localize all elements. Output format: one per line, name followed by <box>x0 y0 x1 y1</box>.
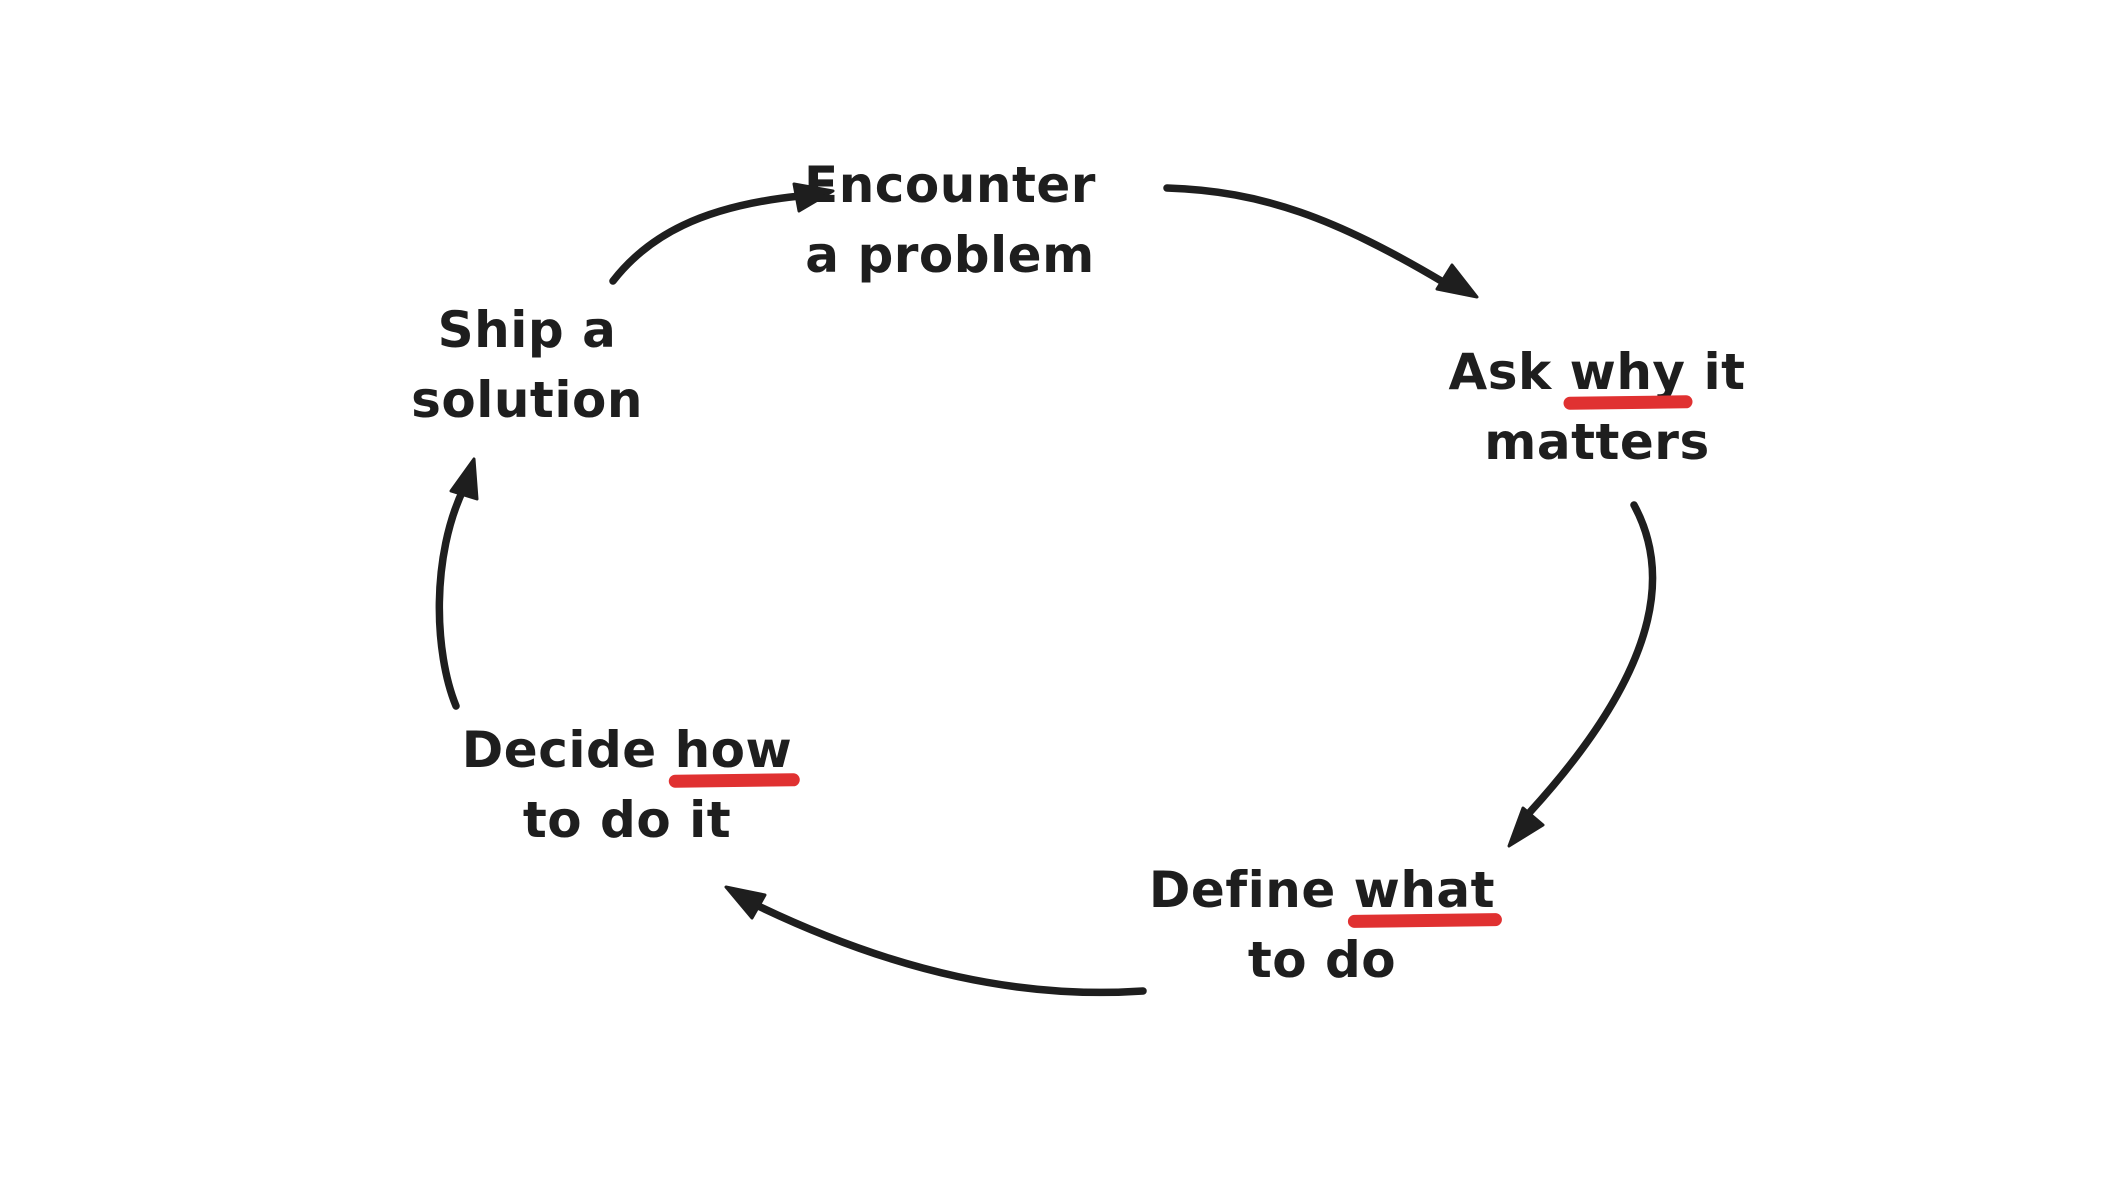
node-text: Define <box>1148 861 1354 919</box>
node-line: matters <box>1484 413 1710 471</box>
node-line: to do it <box>522 791 732 849</box>
node-line: a problem <box>805 226 1095 284</box>
arrow-decide-how-to-ship <box>435 457 479 710</box>
node-line: Encounter <box>804 156 1096 214</box>
node-line: Decide how <box>462 715 792 785</box>
arrow-encounter-to-ask-why <box>1163 184 1479 299</box>
underlined-keyword-what: what <box>1353 861 1496 919</box>
node-ship-a-solution: Ship a solution <box>411 295 643 435</box>
node-text: Decide <box>461 721 675 779</box>
node-line: to do <box>1247 931 1397 989</box>
node-text: Ask <box>1448 343 1570 401</box>
arrow-ship-to-encounter <box>609 182 835 285</box>
node-line: solution <box>411 371 643 429</box>
node-encounter-problem: Encounter a problem <box>804 150 1096 290</box>
node-text: it <box>1685 343 1746 401</box>
node-define-what-to-do: Define what to do <box>1149 855 1495 995</box>
underlined-keyword-why: why <box>1569 343 1686 401</box>
node-line: Ship a <box>437 301 617 359</box>
node-line: Define what <box>1149 855 1495 925</box>
arrow-define-what-to-decide-how <box>724 885 1147 997</box>
arrow-ask-why-to-define-what <box>1507 501 1657 848</box>
node-line: Ask why it <box>1449 337 1746 407</box>
underlined-keyword-how: how <box>674 721 793 779</box>
node-decide-how-to-do-it: Decide how to do it <box>462 715 792 855</box>
node-ask-why-it-matters: Ask why it matters <box>1449 337 1746 477</box>
